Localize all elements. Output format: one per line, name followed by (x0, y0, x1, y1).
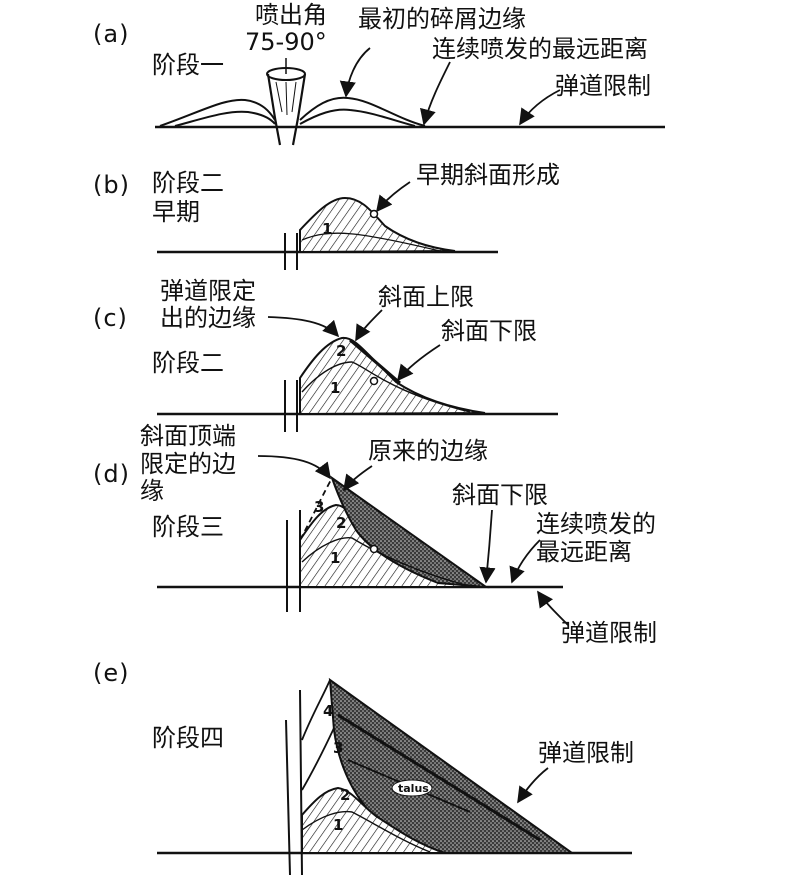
deposit-c (299, 336, 486, 416)
vent-conduit-c (284, 380, 298, 432)
early-slope-marker (369, 209, 379, 219)
slope-face-c (349, 338, 401, 385)
slope-lower-label-c: 斜面下限 (441, 317, 537, 345)
leader-initial-edge (339, 47, 371, 98)
panel-b-tag: (b) (93, 171, 130, 199)
layer-3-outline-d (299, 477, 333, 541)
leader-ballistic-d (537, 590, 569, 626)
vent-conduit-b (284, 233, 298, 270)
deposit-layer-right (299, 108, 416, 127)
original-edge-label: 原来的边缘 (368, 437, 488, 465)
panel-b-stage: 阶段二 (152, 169, 224, 197)
deposit-e (301, 786, 446, 854)
max-reach-label-a: 连续喷发的最远距离 (432, 35, 648, 63)
leader-ballistic-a (519, 89, 561, 126)
panel-d-tag: (d) (93, 460, 130, 488)
slope-lower-label-d: 斜面下限 (452, 481, 548, 509)
crest-edge-label-3: 缘 (140, 477, 164, 505)
vent-conduit-d (286, 510, 301, 612)
vent-cone-streaks (275, 81, 297, 116)
early-slope-deposit (299, 196, 456, 254)
layer-boundary-e (301, 810, 431, 853)
layer-boundary-c (301, 361, 471, 413)
ballistic-label-a: 弹道限制 (555, 72, 651, 100)
ballistic-edge-label-2: 出的边缘 (160, 304, 256, 332)
leader-edge-c (267, 316, 340, 338)
layer-1-e: 1 (333, 816, 343, 834)
slope-marker-d (369, 544, 379, 554)
layer-3-d: 3 (314, 498, 324, 516)
max-reach-label-d2: 最远距离 (536, 538, 632, 566)
layer-1-b: 1 (322, 220, 332, 238)
leader-early-slope (376, 181, 411, 213)
max-reach-label-d1: 连续喷发的 (536, 510, 656, 538)
crest-edge-label-2: 限定的边 (140, 450, 236, 478)
deposit-layer-left (174, 110, 276, 127)
leader-upper-c (355, 309, 383, 342)
layer-2-e: 2 (340, 786, 350, 804)
layer-3-outline-e (301, 727, 335, 791)
panel-b-drawing (157, 181, 498, 270)
panel-d-drawing (157, 455, 569, 626)
layer-4-outline-e (301, 679, 331, 741)
panel-a-tag: (a) (93, 20, 130, 48)
initial-edge-label: 最初的碎屑边缘 (358, 5, 526, 33)
vent-cone (266, 73, 307, 146)
vent-conduit-e (285, 689, 303, 876)
angle-label: 喷出角 (255, 1, 327, 29)
ballistic-label-e: 弹道限制 (538, 739, 634, 767)
leader-lower-d (479, 509, 496, 584)
layer-boundary-d (301, 537, 471, 587)
layer-2-d: 2 (336, 514, 346, 532)
leader-ballistic-e (517, 767, 549, 804)
talus-inner-boundary (337, 713, 541, 842)
leader-max-reach-d (509, 539, 541, 584)
angle-value: 75-90° (245, 28, 327, 56)
layer-4-e: 4 (323, 702, 333, 720)
talus-wedge-d (330, 475, 490, 589)
early-slope-inner (301, 232, 441, 252)
ballistic-label-d: 弹道限制 (561, 619, 657, 647)
panel-b-stage-sub: 早期 (152, 198, 200, 226)
talus-label-bg (391, 779, 433, 797)
panel-c-stage: 阶段二 (152, 349, 224, 377)
layer-1-d: 1 (330, 549, 340, 567)
layer-2-c: 2 (336, 342, 346, 360)
early-slope-label: 早期斜面形成 (416, 161, 560, 189)
ballistic-edge-label-1: 弹道限定 (160, 277, 256, 305)
leader-crest-d (257, 455, 331, 480)
deposit-mound-right (299, 96, 426, 127)
slope-upper-label: 斜面上限 (378, 283, 474, 311)
panel-e-stage: 阶段四 (152, 724, 224, 752)
panel-d-stage: 阶段三 (152, 513, 224, 541)
crest-edge-label-1: 斜面顶端 (140, 422, 236, 450)
leader-max-reach (420, 61, 451, 126)
panel-a-drawing (155, 47, 665, 146)
deposit-mound-left (159, 98, 276, 127)
talus-label: talus (398, 782, 429, 795)
slope-lower-marker-c (369, 376, 379, 386)
panel-c-tag: (c) (93, 304, 128, 332)
layer-3-e: 3 (333, 739, 343, 757)
panel-c-drawing (157, 309, 558, 432)
panel-e-tag: (e) (93, 659, 130, 687)
layer-1-c: 1 (330, 379, 340, 397)
leader-lower-c (396, 344, 441, 382)
leader-original-d (343, 465, 373, 492)
panel-e-drawing (157, 677, 632, 876)
panel-a-stage: 阶段一 (152, 51, 224, 79)
